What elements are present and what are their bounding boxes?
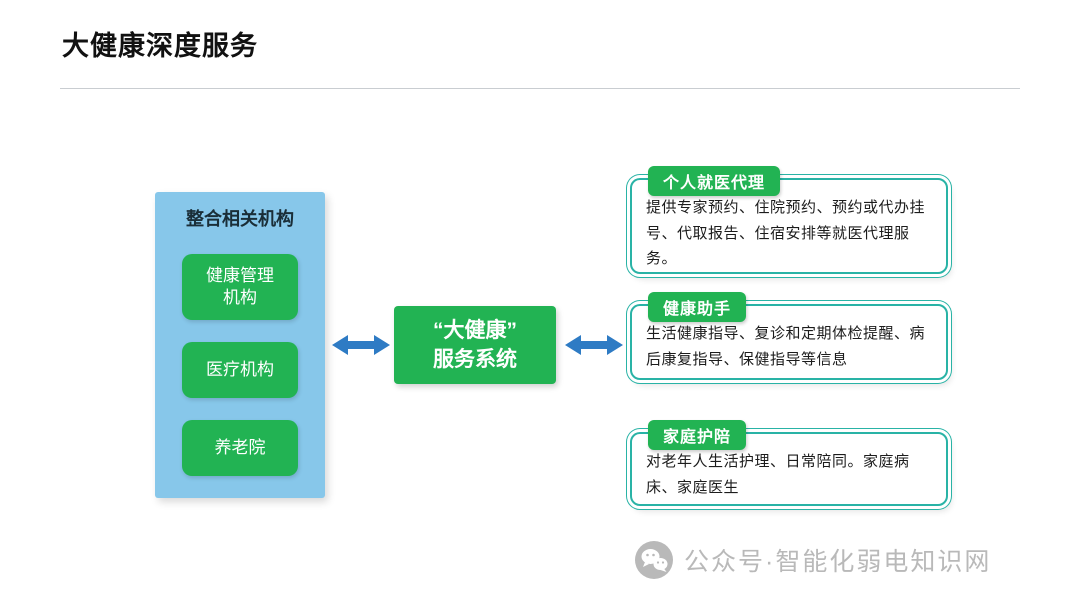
title-divider <box>60 88 1020 89</box>
watermark-text: 公众号·智能化弱电知识网 <box>684 548 992 576</box>
service-system-node: “大健康” 服务系统 <box>394 306 556 384</box>
info-box-header: 家庭护陪 <box>648 420 747 450</box>
info-box-medical-agency: 个人就医代理 提供专家预约、住院预约、预约或代办挂号、代取报告、住宿安排等就医代… <box>630 166 948 274</box>
info-box-body: 提供专家预约、住院预约、预约或代办挂号、代取报告、住宿安排等就医代理服务。 <box>646 199 926 267</box>
wechat-icon <box>635 541 673 579</box>
org-panel: 整合相关机构 健康管理 机构 医疗机构 养老院 <box>155 192 325 498</box>
org-item-health-management: 健康管理 机构 <box>182 254 298 320</box>
info-box-family-care: 家庭护陪 对老年人生活护理、日常陪同。家庭病床、家庭医生 <box>630 420 948 506</box>
org-panel-title: 整合相关机构 <box>186 209 294 229</box>
watermark: 公众号·智能化弱电知识网 <box>634 540 991 580</box>
info-box-body: 生活健康指导、复诊和定期体检提醒、病后康复指导、保健指导等信息 <box>646 325 926 368</box>
info-box-header: 健康助手 <box>648 292 747 322</box>
org-item-medical-institution: 医疗机构 <box>182 342 298 398</box>
page-title: 大健康深度服务 <box>62 31 258 61</box>
double-arrow-left-icon <box>332 332 390 358</box>
double-arrow-right-icon <box>565 332 623 358</box>
info-box-header: 个人就医代理 <box>648 166 781 196</box>
info-box-health-assistant: 健康助手 生活健康指导、复诊和定期体检提醒、病后康复指导、保健指导等信息 <box>630 292 948 380</box>
org-item-nursing-home: 养老院 <box>182 420 298 476</box>
info-box-body: 对老年人生活护理、日常陪同。家庭病床、家庭医生 <box>646 453 910 496</box>
